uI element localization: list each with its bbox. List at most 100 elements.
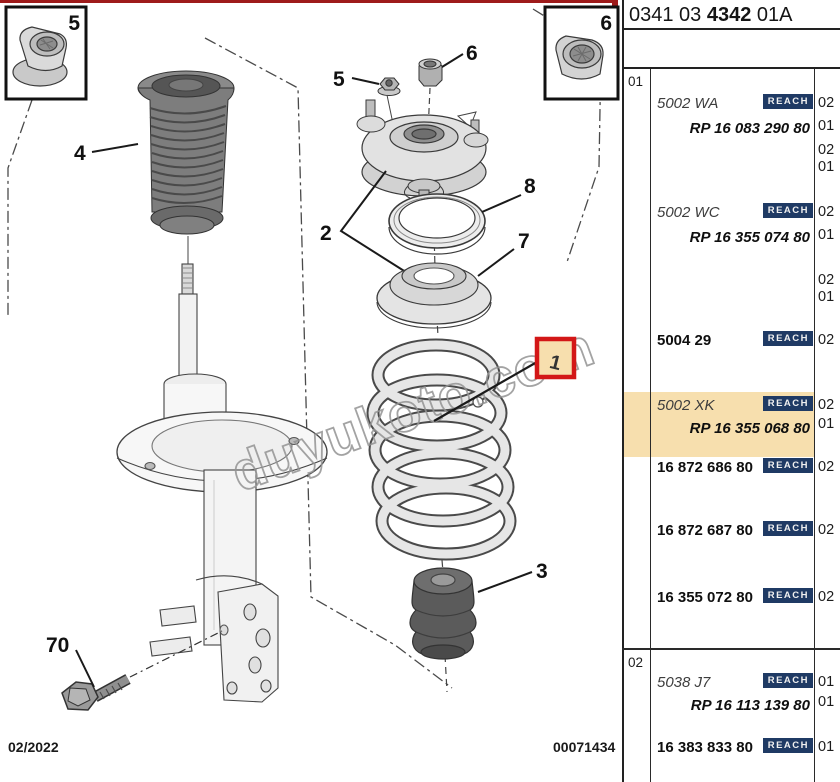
callout-2-leaders (339, 170, 421, 282)
bump-stop-part (409, 567, 477, 660)
part-qty: 01 (818, 227, 835, 243)
part-number: 16 355 072 80 (657, 589, 753, 606)
callout-6[interactable]: 6 (466, 42, 478, 65)
part-qty: 01 (818, 674, 835, 690)
footer-date: 02/2022 (8, 739, 59, 755)
part-qty: 01 (818, 159, 835, 175)
part-row[interactable]: 16 872 686 80 REACH (652, 458, 814, 478)
table-divider-left (650, 69, 651, 782)
callout-4-leader (91, 143, 139, 153)
callout-7-leader (477, 248, 515, 277)
callout-8[interactable]: 8 (524, 175, 536, 198)
callout-4[interactable]: 4 (74, 142, 86, 165)
part-qty: 02 (818, 397, 835, 413)
part-row[interactable]: RP 16 083 290 80 (652, 120, 814, 139)
part-code: 5002 XK (657, 397, 715, 414)
inset-box-5-label: 5 (68, 12, 80, 35)
group-label-01: 01 (628, 74, 644, 89)
part-row-selected[interactable]: 5002 XK REACH (652, 396, 814, 416)
part-reference: RP 16 083 290 80 (689, 120, 810, 137)
part-qty: 01 (818, 289, 835, 305)
part-qty: 01 (818, 694, 835, 710)
part-row[interactable]: 16 872 687 80 REACH (652, 521, 814, 541)
group-divider (622, 648, 840, 650)
part-row[interactable]: RP 16 355 074 80 (652, 229, 814, 248)
nut-6-part (418, 58, 443, 87)
part-qty: 01 (818, 416, 835, 432)
part-code: 5038 J7 (657, 674, 711, 691)
inset-box-6-label: 6 (600, 12, 612, 35)
callout-1-selection[interactable]: 1 (433, 336, 577, 422)
bearing-part (376, 262, 492, 329)
reach-badge: REACH (762, 94, 813, 109)
part-row[interactable]: 16 355 072 80 REACH (652, 588, 814, 608)
page-reference-header: 0341 03 4342 01A (624, 0, 840, 30)
part-qty: 02 (818, 95, 835, 111)
part-qty: 02 (818, 522, 835, 538)
part-row[interactable]: 5002 WC REACH (652, 203, 814, 223)
group-label-02: 02 (628, 655, 644, 670)
callout-1[interactable]: 1 (547, 351, 563, 375)
part-qty: 02 (818, 589, 835, 605)
part-row[interactable]: RP 16 113 139 80 (652, 697, 814, 716)
parts-list-panel: 0341 03 4342 01A 01 02 5002 WA REACH 02 … (622, 0, 840, 782)
ref-suffix: 01A (756, 4, 793, 26)
seal-ring-part (388, 193, 486, 255)
reach-badge: REACH (762, 588, 813, 603)
callout-7[interactable]: 7 (518, 230, 530, 253)
callout-70-leader (75, 649, 95, 688)
lock-nut-icon (555, 35, 604, 80)
part-code: 5002 WC (657, 204, 720, 221)
reach-badge: REACH (762, 521, 813, 536)
part-code: 5002 WA (657, 95, 719, 112)
part-row[interactable]: 5004 29 REACH (652, 331, 814, 351)
reach-badge: REACH (762, 396, 813, 411)
reach-badge: REACH (762, 203, 813, 218)
flanged-nut-icon (12, 26, 68, 87)
callout-5-leader (351, 77, 380, 85)
callout-2[interactable]: 2 (320, 222, 332, 245)
ref-main: 4342 (706, 4, 752, 26)
reach-badge: REACH (762, 331, 813, 346)
footer-doc-number: 00071434 (553, 739, 616, 755)
empty-header-cell (624, 30, 840, 69)
callout-3-leader (477, 571, 533, 593)
reach-badge: REACH (762, 738, 813, 753)
red-top-rule (0, 0, 618, 3)
strut-mount-part (356, 99, 489, 205)
callout-3[interactable]: 3 (536, 560, 548, 583)
exploded-diagram: 5 6 (0, 0, 620, 755)
part-row[interactable]: 5038 J7 REACH (652, 673, 814, 693)
red-top-rule-endcap (612, 0, 618, 9)
part-number: 16 872 686 80 (657, 459, 753, 476)
part-row[interactable]: 16 383 833 80 REACH (652, 738, 814, 758)
part-number: 5004 29 (657, 332, 712, 349)
callout-70[interactable]: 70 (46, 634, 69, 657)
part-qty: 02 (818, 332, 835, 348)
part-reference: RP 16 355 068 80 (689, 420, 810, 437)
reach-badge: REACH (762, 458, 813, 473)
callout-8-leader (481, 194, 522, 213)
part-reference: RP 16 355 074 80 (689, 229, 810, 246)
inset-box-5[interactable]: 5 (4, 5, 88, 101)
part-qty: 01 (818, 739, 835, 755)
nut-5-part (377, 77, 401, 96)
part-qty: 02 (818, 204, 835, 220)
part-reference: RP 16 113 139 80 (690, 697, 810, 714)
part-row-selected[interactable]: RP 16 355 068 80 (652, 420, 814, 439)
part-qty: 02 (818, 272, 835, 288)
part-number: 16 872 687 80 (657, 522, 753, 539)
part-number: 16 383 833 80 (657, 739, 753, 756)
dust-bellows-part (137, 70, 235, 235)
callout-6-leader (441, 53, 464, 68)
part-qty: 02 (818, 142, 835, 158)
reach-badge: REACH (762, 673, 813, 688)
table-divider-right (814, 69, 815, 782)
strut-body-part (116, 236, 328, 703)
ref-prefix: 0341 03 (629, 4, 702, 26)
coil-spring-part (366, 338, 517, 561)
inset-box-6[interactable]: 6 (543, 5, 620, 101)
callout-5[interactable]: 5 (333, 68, 345, 91)
part-row[interactable]: 5002 WA REACH (652, 94, 814, 114)
